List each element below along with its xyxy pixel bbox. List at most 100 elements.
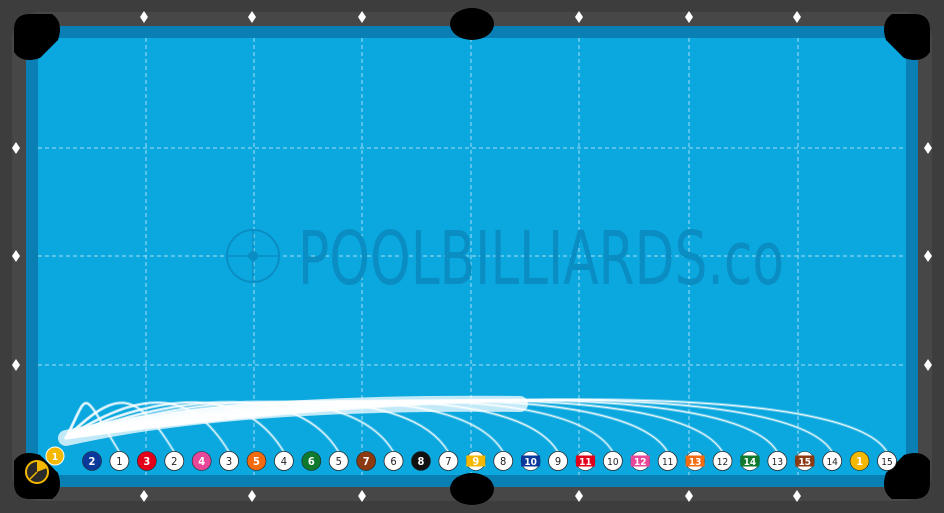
ball-number: 2	[89, 455, 96, 468]
ball-number: 11	[579, 457, 592, 468]
ball-15[interactable]: 15	[794, 451, 815, 471]
ball-number: 14	[744, 457, 757, 468]
ghost-ball-9[interactable]: 9	[548, 451, 568, 471]
ball-stripe	[740, 455, 760, 467]
ball-5[interactable]: 5	[246, 451, 267, 471]
ghost-ball-3[interactable]: 3	[219, 451, 239, 471]
diamond-bottom-2	[248, 490, 256, 502]
ball-1[interactable]: 1	[849, 451, 870, 471]
ghost-ball-icon	[877, 451, 897, 471]
ball-number: 10	[524, 457, 537, 468]
rail-diamonds	[12, 11, 932, 502]
ball-11[interactable]: 11	[575, 451, 596, 471]
ball-6[interactable]: 6	[301, 451, 322, 471]
ghost-ball-10[interactable]: 10	[602, 451, 623, 471]
ball-number: 1	[116, 455, 122, 468]
diamond-left-1	[12, 142, 20, 154]
ball-number: 11	[662, 457, 673, 468]
ghost-ball-2[interactable]: 2	[164, 451, 185, 471]
ball-number: 6	[390, 455, 396, 468]
solid-ball-icon	[356, 451, 376, 471]
ghost-ball-14[interactable]: 14	[822, 451, 843, 471]
ghost-ball-1[interactable]: 1	[109, 451, 130, 471]
ball-stripe	[575, 455, 595, 467]
ball-8[interactable]: 8	[411, 451, 431, 471]
ball-number: 8	[500, 455, 506, 468]
ghost-ball-icon	[493, 451, 514, 471]
ghost-ball-icon	[657, 451, 678, 471]
ball-number: 3	[143, 455, 150, 468]
solid-ball-icon	[301, 451, 322, 471]
cue-ball-number-badge	[45, 446, 65, 466]
pocket-bottom-middle	[450, 473, 494, 505]
ball-number: 10	[607, 457, 619, 468]
ball-number: 9	[555, 455, 561, 468]
ball-number: 4	[198, 455, 205, 468]
diamond-left-2	[12, 250, 20, 262]
ball-3[interactable]: 3	[137, 451, 157, 471]
ghost-ball-4[interactable]: 4	[273, 451, 294, 471]
diamond-bottom-6	[793, 490, 801, 502]
diamond-top-1	[140, 11, 148, 23]
ghost-ball-12[interactable]: 12	[712, 451, 733, 471]
ball-stripe	[521, 455, 541, 467]
ghost-ball-13[interactable]: 13	[767, 451, 788, 471]
ball-2[interactable]: 2	[82, 451, 102, 471]
ball-number: 7	[445, 455, 451, 468]
diamond-right-1	[924, 142, 932, 154]
ball-number: 2	[171, 455, 177, 468]
cue-ball-marker[interactable]: 1	[25, 446, 65, 484]
ball-12[interactable]: 12	[630, 451, 651, 471]
diamond-right-2	[924, 250, 932, 262]
diamond-top-4	[575, 11, 583, 23]
pocket-top-left	[14, 14, 60, 60]
ball-number: 15	[881, 457, 892, 468]
ghost-ball-icon	[109, 451, 130, 471]
ball-number: 1	[856, 455, 863, 468]
diamond-right-3	[924, 359, 932, 371]
diamond-top-3	[358, 11, 366, 23]
ghost-ball-icon	[164, 451, 185, 471]
solid-ball-icon	[82, 451, 102, 471]
ghost-ball-11[interactable]: 11	[657, 451, 678, 471]
ball-stripe	[685, 455, 705, 467]
ghost-ball-icon	[822, 451, 843, 471]
ghost-ball-icon	[602, 451, 623, 471]
ghost-ball-8[interactable]: 8	[493, 451, 514, 471]
ball-9[interactable]: 9	[465, 451, 486, 471]
ball-7[interactable]: 7	[356, 451, 376, 471]
watermark-text: POOLBILLIARDS.co	[298, 216, 784, 302]
ghost-ball-6[interactable]: 6	[383, 451, 404, 471]
ball-13[interactable]: 13	[685, 451, 705, 471]
ball-number: 8	[418, 455, 425, 468]
shot-paths	[58, 395, 889, 454]
diamond-bottom-3	[358, 490, 366, 502]
ball-10[interactable]: 10	[520, 451, 541, 471]
ghost-ball-icon	[328, 451, 349, 471]
ball-number: 5	[253, 455, 260, 468]
ball-number: 4	[281, 455, 287, 468]
cue-ball-number: 1	[52, 452, 58, 463]
diamond-top-5	[685, 11, 693, 23]
ball-14[interactable]: 14	[740, 451, 760, 471]
diamond-bottom-4	[575, 490, 583, 502]
pocket-top-middle	[450, 8, 494, 40]
solid-ball-icon	[191, 451, 212, 471]
ghost-ball-5[interactable]: 5	[328, 451, 349, 471]
ball-4[interactable]: 4	[191, 451, 212, 471]
ball-number: 12	[634, 457, 647, 468]
solid-ball-icon	[137, 451, 157, 471]
ball-number: 13	[772, 457, 783, 468]
ghost-ball-icon	[548, 451, 568, 471]
ghost-ball-7[interactable]: 7	[438, 451, 459, 471]
ball-number: 7	[363, 455, 370, 468]
shot-path-core-2	[65, 402, 175, 453]
diamond-top-6	[793, 11, 801, 23]
ghost-ball-15[interactable]: 15	[877, 451, 897, 471]
ball-stripe	[795, 455, 815, 467]
ghost-ball-icon	[767, 451, 788, 471]
ball-number: 13	[689, 457, 702, 468]
ghost-ball-icon	[273, 451, 294, 471]
